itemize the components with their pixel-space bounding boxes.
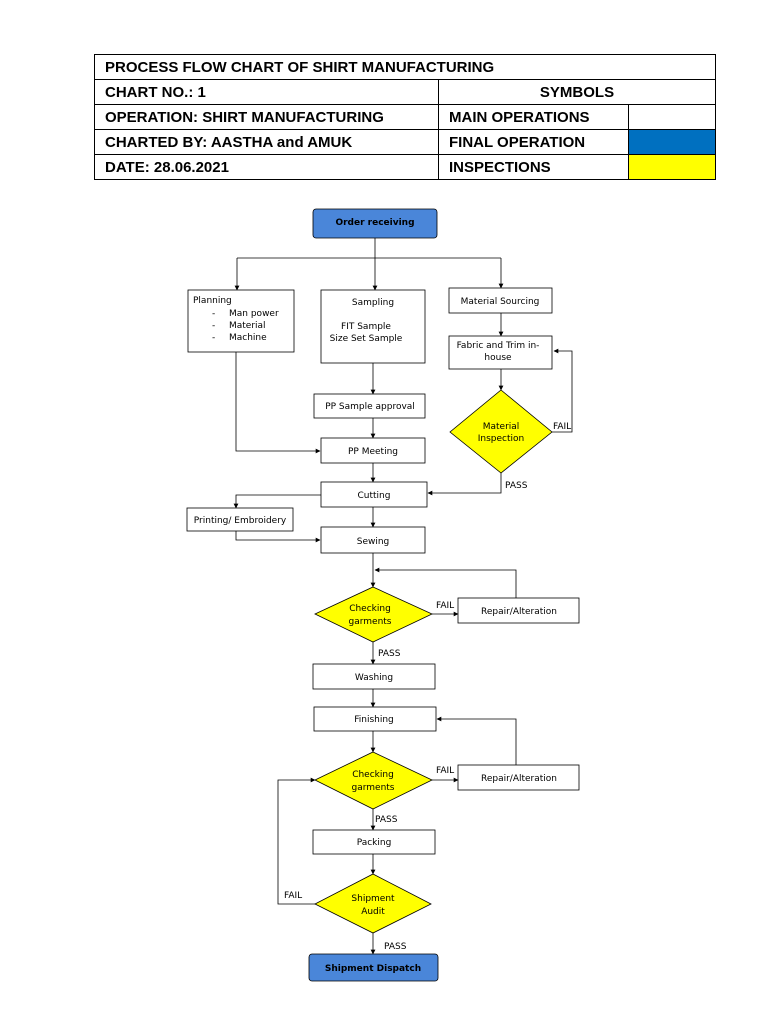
label-checking-2-pass: PASS [375, 815, 398, 825]
svg-text:PP Meeting: PP Meeting [348, 447, 398, 457]
svg-text:Checking: Checking [352, 770, 394, 780]
svg-text:Sewing: Sewing [357, 537, 390, 547]
label-material-fail: FAIL [553, 422, 571, 432]
node-pp-meeting: PP Meeting [320, 437, 426, 464]
svg-text:Audit: Audit [361, 907, 385, 917]
legend-inspections-label: INSPECTIONS [438, 154, 629, 180]
svg-text:Size Set Sample: Size Set Sample [330, 334, 403, 344]
svg-text:house: house [484, 353, 512, 363]
svg-text:Packing: Packing [357, 838, 392, 848]
node-cutting: Cutting [320, 481, 428, 508]
svg-text:Inspection: Inspection [478, 434, 525, 444]
label-audit-fail: FAIL [284, 891, 302, 901]
edge-material-inspection-pass [427, 473, 502, 496]
node-printing-embroidery: Printing/ Embroidery [186, 507, 294, 532]
chart-title: PROCESS FLOW CHART OF SHIRT MANUFACTURIN… [93, 54, 717, 80]
operation-label: OPERATION: SHIRT MANUFACTURING [94, 104, 439, 130]
node-checking-garments-1: Checking garments [314, 586, 433, 643]
svg-text:Printing/ Embroidery: Printing/ Embroidery [194, 516, 287, 526]
edge-cutting-to-printing [233, 494, 321, 509]
edge-repair-1-return [374, 567, 517, 598]
flow-connectors [233, 238, 573, 955]
legend-inspections-swatch [627, 154, 717, 180]
node-washing: Washing [312, 663, 436, 690]
svg-text:Material Sourcing: Material Sourcing [461, 297, 540, 307]
edge-audit-fail [277, 777, 316, 905]
svg-text:Planning: Planning [193, 296, 232, 306]
svg-text:Material: Material [483, 422, 520, 432]
svg-text:Machine: Machine [229, 333, 267, 343]
node-checking-garments-2: Checking garments [314, 751, 433, 810]
svg-text:Material: Material [229, 321, 266, 331]
svg-text:Order receiving: Order receiving [335, 218, 414, 228]
node-packing: Packing [312, 829, 436, 855]
chart-number: CHART NO.: 1 [94, 79, 439, 105]
svg-text:-: - [212, 321, 215, 331]
label-checking-1-pass: PASS [378, 649, 401, 659]
node-material-inspection: Material Inspection [449, 389, 553, 474]
node-shipment-dispatch: Shipment Dispatch [308, 953, 439, 982]
svg-text:Repair/Alteration: Repair/Alteration [481, 774, 557, 784]
svg-text:Shipment: Shipment [351, 894, 395, 904]
label-checking-2-fail: FAIL [436, 766, 454, 776]
legend-main-operations-swatch [627, 104, 717, 130]
node-repair-alteration-1: Repair/Alteration [457, 597, 580, 624]
svg-text:Finishing: Finishing [354, 715, 394, 725]
node-finishing: Finishing [313, 706, 437, 732]
svg-text:Shipment Dispatch: Shipment Dispatch [325, 964, 421, 974]
svg-text:FIT Sample: FIT Sample [341, 322, 391, 332]
legend-final-operation-label: FINAL OPERATION [438, 129, 629, 155]
svg-text:Fabric and Trim in-: Fabric and Trim in- [457, 341, 540, 351]
edge-planning-to-meeting [235, 352, 321, 454]
svg-text:Repair/Alteration: Repair/Alteration [481, 607, 557, 617]
edge-printing-to-sewing [235, 531, 321, 543]
chart-header-table: PROCESS FLOW CHART OF SHIRT MANUFACTURIN… [93, 54, 717, 180]
label-audit-pass: PASS [384, 942, 407, 952]
node-planning: Planning - Man power - Material - Machin… [187, 289, 295, 353]
node-order-receiving: Order receiving [312, 208, 438, 239]
svg-text:-: - [212, 309, 215, 319]
svg-text:Washing: Washing [355, 673, 393, 683]
node-shipment-audit: Shipment Audit [314, 873, 432, 934]
svg-text:PP Sample approval: PP Sample approval [325, 402, 415, 412]
svg-text:-: - [212, 333, 215, 343]
node-material-sourcing: Material Sourcing [448, 287, 553, 314]
edge-material-inspection-fail [552, 348, 573, 433]
node-pp-sample-approval: PP Sample approval [313, 393, 426, 419]
svg-text:Sampling: Sampling [352, 298, 394, 308]
legend-final-operation-swatch [627, 129, 717, 155]
label-material-pass: PASS [505, 481, 528, 491]
svg-text:garments: garments [352, 783, 395, 793]
svg-text:Cutting: Cutting [358, 491, 391, 501]
svg-text:Man power: Man power [229, 309, 279, 319]
date-label: DATE: 28.06.2021 [94, 154, 439, 180]
node-repair-alteration-2: Repair/Alteration [457, 764, 580, 791]
edge-labels: FAIL PASS FAIL PASS FAIL PASS FAIL PASS [284, 422, 571, 952]
svg-text:Checking: Checking [349, 604, 391, 614]
node-fabric-trim-in-house: Fabric and Trim in- house [448, 335, 553, 370]
svg-text:garments: garments [349, 617, 392, 627]
node-sewing: Sewing [320, 526, 426, 554]
node-sampling: Sampling FIT Sample Size Set Sample [320, 289, 426, 364]
label-checking-1-fail: FAIL [436, 601, 454, 611]
edge-repair-2-return [436, 716, 517, 765]
